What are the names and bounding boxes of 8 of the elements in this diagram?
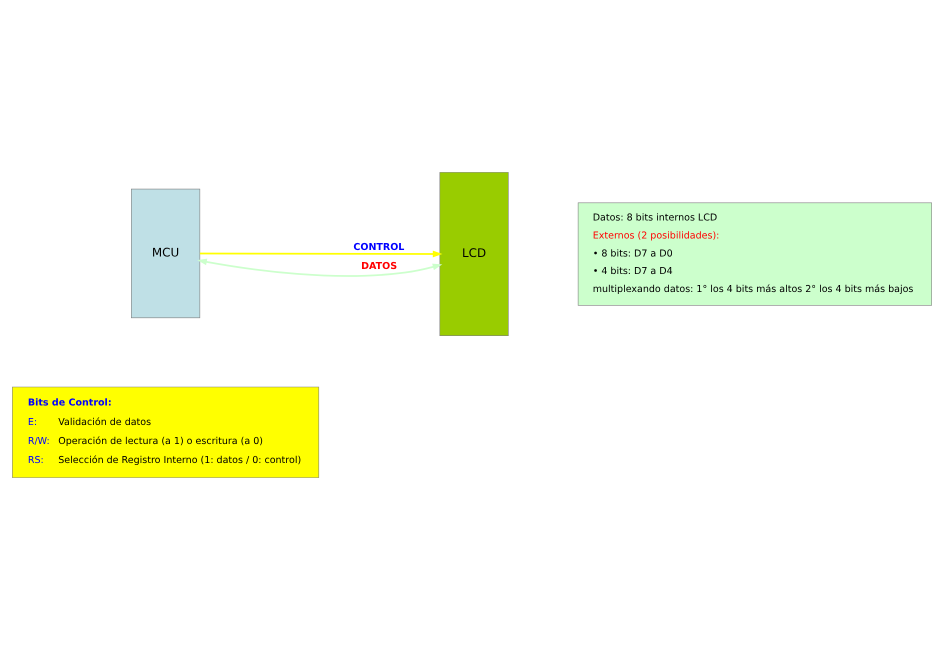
arrow bbox=[196, 258, 442, 276]
arrow bbox=[199, 250, 442, 257]
edge-label: CONTROL bbox=[352, 241, 404, 252]
node-box: MCU bbox=[130, 188, 200, 318]
node-box: LCD bbox=[439, 172, 508, 336]
node-box: Bits de Control: E: Validación de datos R/W: Operación de lectura (a 1) o escritura (a 0) RS: Selección de Registro Interno (1: datos / 0: control) bbox=[12, 386, 319, 478]
edge-label: DATOS bbox=[360, 260, 397, 272]
node-box: Datos: 8 bits internos LCD Externos (2 posibilidades): • 8 bits: D7 a D0 • 4 bits: D7 a D4 multiplexando datos: 1° los 4 bits más altos 2° los 4 bits más bajos bbox=[577, 202, 932, 306]
